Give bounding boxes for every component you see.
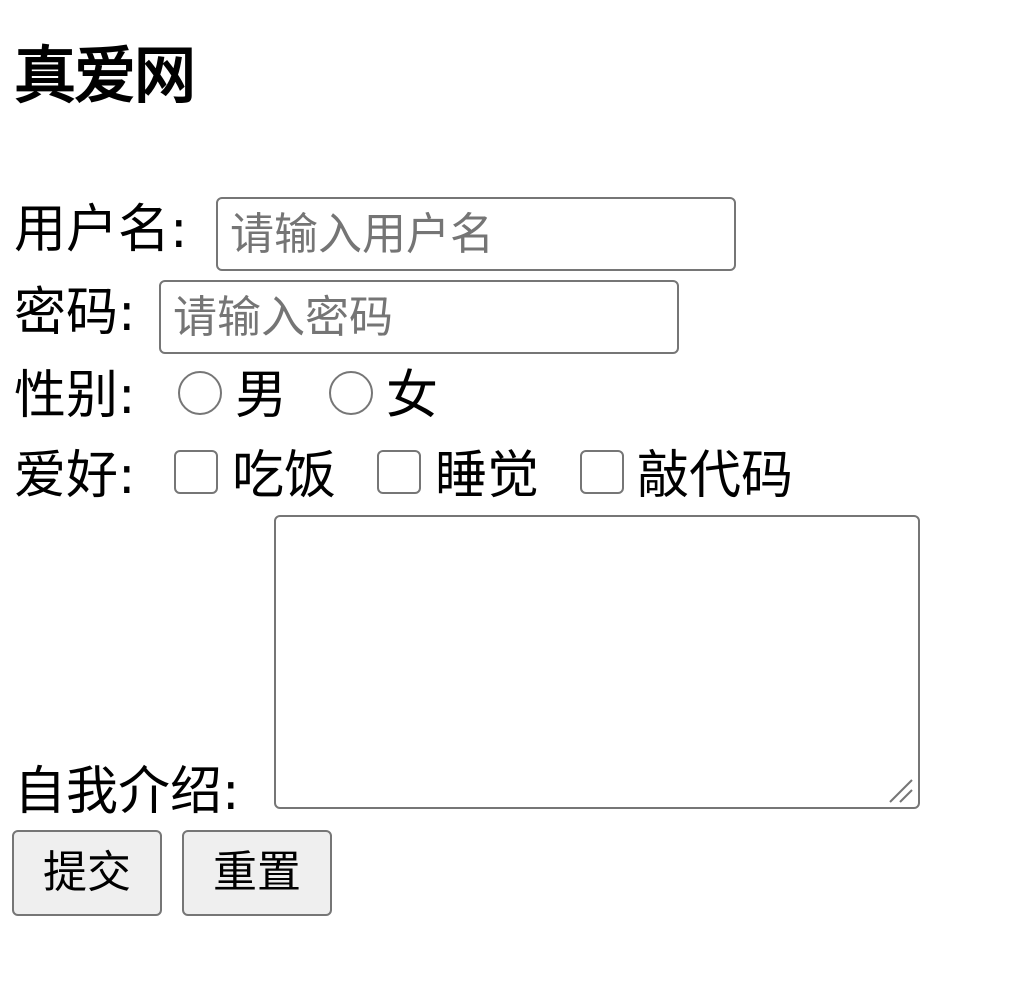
gender-label: 性别: (14, 366, 136, 426)
page-title: 真爱网 (14, 39, 196, 112)
intro-label: 自我介绍: (14, 762, 240, 822)
resize-grip-icon[interactable] (886, 776, 914, 804)
password-input[interactable] (159, 280, 679, 354)
reset-button[interactable]: 重置 (182, 830, 332, 916)
username-label: 用户名: (14, 200, 188, 260)
submit-button[interactable]: 提交 (12, 830, 162, 916)
hobby-option-label-code: 敲代码 (637, 446, 794, 506)
gender-option-label-female: 女 (386, 366, 439, 426)
hobby-checkbox-sleep[interactable] (377, 450, 421, 494)
intro-textarea[interactable] (274, 515, 920, 809)
gender-radio-male[interactable] (178, 371, 222, 415)
hobby-checkbox-code[interactable] (580, 450, 624, 494)
hobby-checkbox-eat[interactable] (174, 450, 218, 494)
username-input[interactable] (216, 197, 736, 271)
gender-radio-female[interactable] (329, 371, 373, 415)
hobby-option-label-sleep: 睡觉 (435, 446, 540, 506)
hobby-option-label-eat: 吃饭 (232, 446, 337, 506)
password-label: 密码: (14, 283, 136, 343)
gender-option-label-male: 男 (235, 366, 288, 426)
hobbies-label: 爱好: (14, 446, 136, 506)
